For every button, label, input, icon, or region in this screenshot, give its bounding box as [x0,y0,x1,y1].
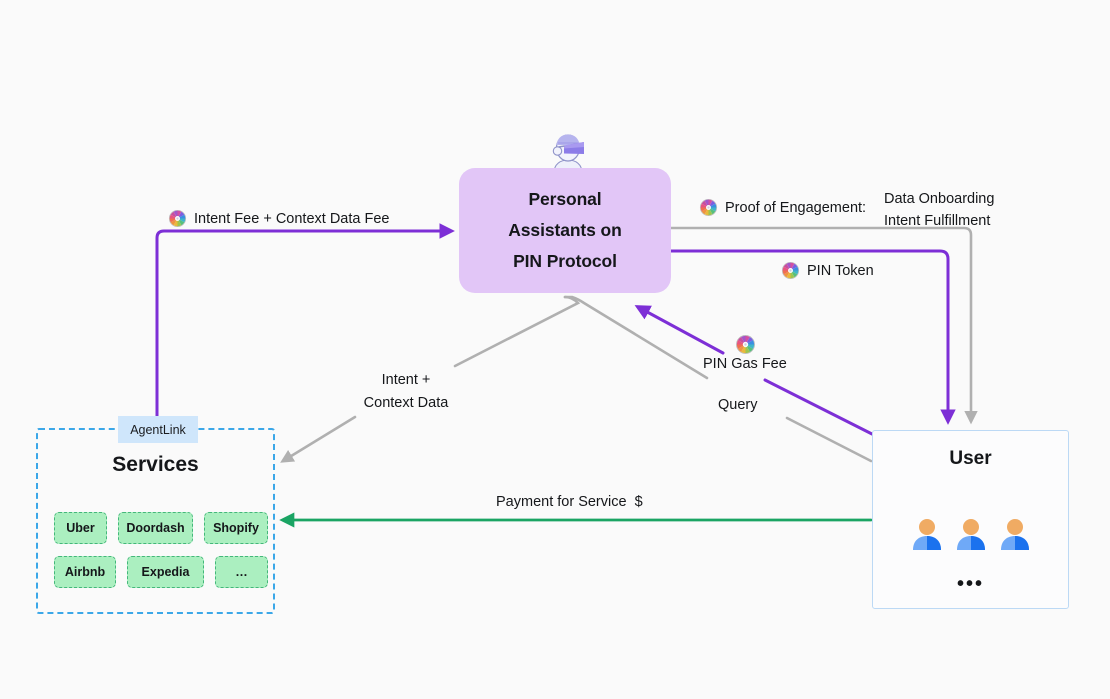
edge-query-seg2 [563,295,709,380]
pin-token-icon [781,261,800,280]
service-chip-doordash[interactable]: Doordash [118,512,193,544]
pin-gas-fee-icon-wrap [703,334,787,354]
avatar-icon [956,518,986,555]
service-chip-more[interactable]: … [215,556,268,588]
user-title: User [949,448,992,469]
service-chip-airbnb[interactable]: Airbnb [54,556,116,588]
label-payment-for-service: Payment for Service $ [496,494,643,510]
label-intent-context-data-line-2: Context Data [363,395,449,411]
label-pin-token-text: PIN Token [807,262,874,279]
services-chip-row-2: Airbnb Expedia … [54,556,268,588]
edge-intent-context-data-seg1 [453,295,581,368]
label-proof-detail-line-2: Intent Fulfillment [884,213,991,229]
user-more-indicator: ••• [956,573,984,595]
node-personal-assistants[interactable]: Personal Assistants on PIN Protocol [459,168,671,293]
label-proof-of-engagement-text: Proof of Engagement: [725,199,867,216]
label-intent-fee-text: Intent Fee + Context Data Fee [194,210,390,227]
edge-pin-gas-fee-seg1 [763,378,874,436]
service-chip-uber[interactable]: Uber [54,512,107,544]
pa-line-2: Assistants on [508,220,622,240]
label-pin-gas-fee: PIN Gas Fee [703,334,787,372]
label-intent-fee: Intent Fee + Context Data Fee [168,209,389,228]
services-title: Services [112,453,199,476]
user-avatar-group [872,518,1069,555]
label-proof-detail-line-1: Data Onboarding [884,191,995,207]
edge-query-seg1 [785,416,873,463]
pa-line-1: Personal [528,189,602,209]
pa-line-3: PIN Protocol [513,251,617,271]
label-intent-context-data: Intent + Context Data [358,369,454,415]
edge-intent-context-data-seg2 [280,415,357,463]
edge-proof-of-engagement [669,226,978,425]
label-query: Query [718,397,758,413]
vr-headset-avatar-icon [546,133,590,174]
edge-intent-fee [155,223,455,420]
label-intent-context-data-line-1: Intent + [381,372,431,388]
label-proof-detail: Data Onboarding Intent Fulfillment [884,188,994,232]
service-chip-shopify[interactable]: Shopify [204,512,268,544]
edge-pin-gas-fee-seg2 [634,305,725,355]
services-chip-row-1: Uber Doordash Shopify [54,512,268,544]
label-proof-of-engagement: Proof of Engagement: [699,198,866,217]
service-chip-expedia[interactable]: Expedia [127,556,204,588]
pin-token-icon [168,209,187,228]
label-pin-token: PIN Token [781,261,874,280]
label-pin-gas-fee-text: PIN Gas Fee [703,356,787,372]
pin-token-icon [735,334,756,354]
edge-pin-token [669,249,956,425]
avatar-icon [1000,518,1030,555]
pin-token-icon [699,198,718,217]
agentlink-badge[interactable]: AgentLink [118,416,198,443]
avatar-icon [912,518,942,555]
